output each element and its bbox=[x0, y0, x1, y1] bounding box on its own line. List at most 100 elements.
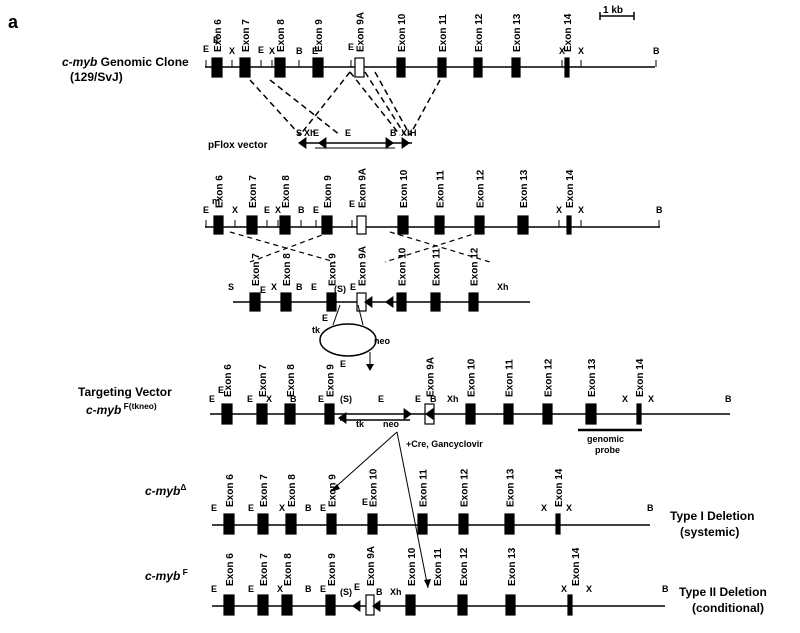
exon-box bbox=[564, 57, 570, 78]
cassette-tk: tk bbox=[356, 419, 365, 429]
exon-box bbox=[246, 215, 258, 235]
restriction-site: E bbox=[362, 497, 368, 507]
restriction-site: E bbox=[320, 584, 326, 594]
row-title: c-mybΔ bbox=[145, 482, 186, 498]
restriction-site: E bbox=[213, 35, 219, 45]
crossover-line bbox=[384, 231, 481, 263]
loxp-arrow bbox=[401, 137, 410, 149]
exon-label: Exon 9 bbox=[327, 553, 338, 586]
row-subtitle: (129/SvJ) bbox=[70, 70, 123, 84]
restriction-site: X bbox=[275, 205, 281, 215]
exon-box bbox=[239, 57, 251, 78]
restriction-site: E bbox=[312, 46, 318, 56]
restriction-site: X bbox=[271, 282, 277, 292]
restriction-site: E bbox=[211, 503, 217, 513]
loxp-arrow bbox=[385, 137, 394, 149]
exon-label: Exon 6 bbox=[223, 364, 234, 397]
restriction-site: E bbox=[350, 282, 356, 292]
pflox-site: Xh bbox=[401, 128, 413, 138]
arrow-head bbox=[366, 364, 374, 371]
exon-label: Exon 13 bbox=[507, 547, 518, 586]
exon-label: Exon 6 bbox=[225, 474, 236, 507]
exon-label: Exon 12 bbox=[459, 547, 470, 586]
exon-label: Exon 8 bbox=[282, 253, 293, 286]
loxp-arrow bbox=[329, 296, 338, 308]
deletion-arrow bbox=[396, 431, 429, 589]
pflox-site: B bbox=[390, 128, 397, 138]
pflox-site: E bbox=[345, 128, 351, 138]
exon-box bbox=[468, 292, 479, 312]
restriction-site: E bbox=[209, 394, 215, 404]
exon-box bbox=[396, 57, 406, 78]
exon-box bbox=[567, 594, 573, 616]
restriction-site: E bbox=[247, 394, 253, 404]
exon-box bbox=[324, 403, 335, 425]
exon-label: Exon 8 bbox=[281, 175, 292, 208]
restriction-site: B bbox=[296, 282, 303, 292]
restriction-site: B bbox=[647, 503, 654, 513]
loxp-arrow bbox=[425, 408, 434, 420]
exon-box bbox=[511, 57, 521, 78]
exon-label: Exon 13 bbox=[587, 358, 598, 397]
homology-line bbox=[269, 79, 341, 136]
crossover-line bbox=[229, 231, 336, 263]
exon-box bbox=[256, 403, 268, 425]
exon-box bbox=[396, 292, 407, 312]
exon-label: Exon 14 bbox=[571, 547, 582, 586]
exon-label: Exon 9 bbox=[328, 253, 339, 286]
exon-box bbox=[284, 403, 296, 425]
homology-line bbox=[374, 71, 411, 136]
exon-label: Exon 6 bbox=[225, 553, 236, 586]
exon-box bbox=[405, 594, 416, 616]
restriction-site: Xh bbox=[390, 587, 402, 597]
plasmid-link bbox=[332, 304, 341, 326]
row-title-part: Genomic Clone bbox=[97, 55, 189, 69]
restriction-site: B bbox=[298, 205, 305, 215]
exon-label: Exon 7 bbox=[258, 364, 269, 397]
restriction-site: m bbox=[212, 196, 220, 206]
pflox-site: Xh bbox=[304, 128, 316, 138]
exon-label: Exon 9 bbox=[326, 364, 337, 397]
homology-line bbox=[299, 71, 351, 136]
restriction-site: E bbox=[248, 584, 254, 594]
loxp-arrow bbox=[403, 408, 412, 420]
exon-box bbox=[279, 215, 291, 235]
restriction-site: E bbox=[378, 394, 384, 404]
restriction-site: E bbox=[318, 394, 324, 404]
restriction-site: E bbox=[415, 394, 421, 404]
circle-neo-label: neo bbox=[374, 336, 391, 346]
exon-label: Exon 10 bbox=[399, 169, 410, 208]
restriction-site: B bbox=[656, 205, 663, 215]
exon-label: Exon 7 bbox=[259, 553, 270, 586]
restriction-site: E bbox=[264, 205, 270, 215]
exon-label: Exon 8 bbox=[276, 19, 287, 52]
homology-line bbox=[409, 79, 441, 136]
restriction-site: X bbox=[541, 503, 547, 513]
pflox-site: S bbox=[296, 128, 302, 138]
restriction-site: E bbox=[203, 44, 209, 54]
exon-box bbox=[504, 513, 515, 535]
exon-box bbox=[274, 57, 286, 78]
exon-box bbox=[221, 403, 233, 425]
exon-label: Exon 6 bbox=[213, 19, 224, 52]
exon-box bbox=[281, 594, 293, 616]
circular-plasmid bbox=[319, 323, 377, 357]
row-title: c-myb Genomic Clone bbox=[62, 55, 189, 69]
loxp-arrow bbox=[318, 137, 327, 149]
exon-label: Exon 6 bbox=[215, 175, 226, 208]
exon-box bbox=[211, 57, 223, 78]
exon-box bbox=[213, 215, 224, 235]
restriction-site: E bbox=[248, 503, 254, 513]
restriction-site: B bbox=[725, 394, 732, 404]
deletion-type-label: Type II Deletion bbox=[679, 585, 767, 599]
exon-label: Exon 10 bbox=[407, 547, 418, 586]
exon-label: Exon 14 bbox=[635, 358, 646, 397]
restriction-site: S bbox=[228, 282, 234, 292]
exon-label: Exon 13 bbox=[512, 13, 523, 52]
restriction-site: E bbox=[349, 199, 355, 209]
plasmid-link bbox=[357, 304, 364, 326]
deletion-type-label: Type I Deletion bbox=[670, 509, 754, 523]
restriction-site: X bbox=[622, 394, 628, 404]
loxp-arrow bbox=[352, 600, 361, 612]
exon-box bbox=[636, 403, 642, 425]
